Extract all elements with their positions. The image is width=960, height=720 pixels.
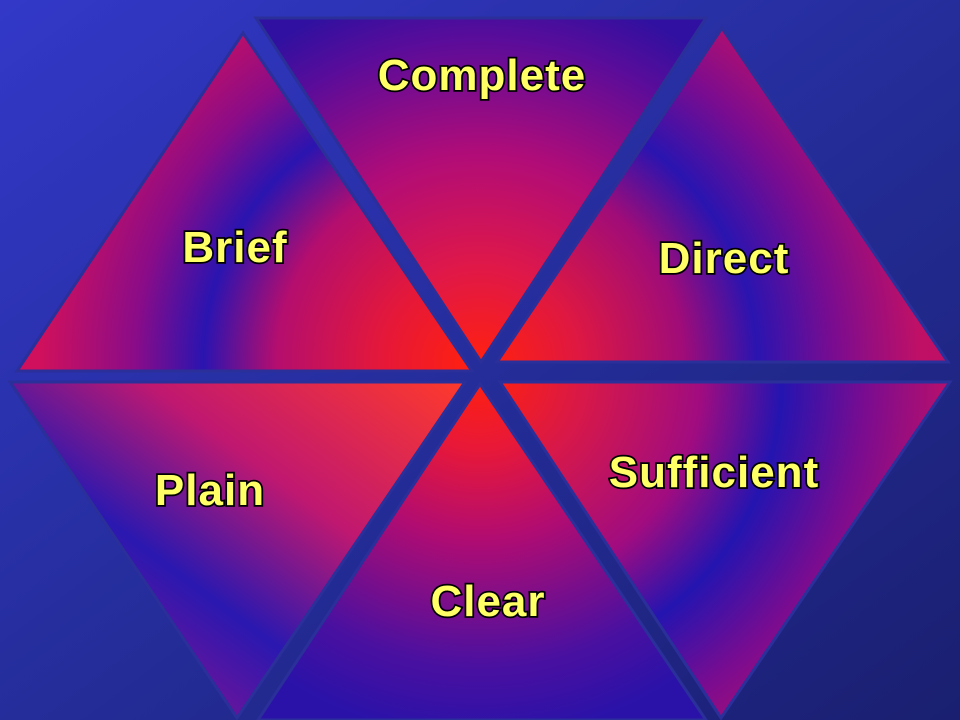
- label-brief: Brief: [182, 223, 287, 272]
- segment-brief: [14, 30, 475, 373]
- label-clear: Clear: [430, 577, 545, 626]
- label-sufficient: Sufficient: [609, 448, 819, 497]
- segment-direct: [494, 25, 951, 364]
- segment-plain: [7, 380, 468, 720]
- label-complete: Complete: [378, 51, 586, 100]
- label-plain: Plain: [155, 466, 265, 515]
- segment-complete: [253, 16, 709, 365]
- segment-clear: [256, 381, 708, 720]
- label-direct: Direct: [659, 234, 790, 283]
- segment-sufficient: [497, 380, 953, 720]
